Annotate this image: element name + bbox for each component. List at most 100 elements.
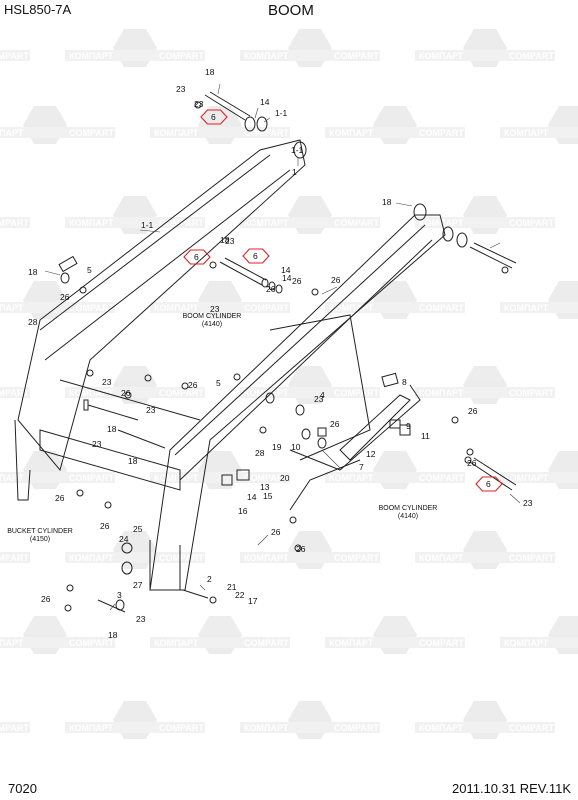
watermark-tile: КОМПАРТ COMPART (325, 281, 465, 319)
boom-cylinder-label-right-2: (4140) (398, 513, 418, 520)
callout-28: 28 (28, 317, 38, 327)
callout-26: 26 (60, 292, 70, 302)
watermark-cyrillic: КОМПАРТ (69, 51, 114, 61)
watermark-latin: COMPART (69, 303, 114, 313)
pin-left (87, 404, 139, 421)
boom-cylinder-label-top-1: BOOM CYLINDER (183, 313, 242, 320)
watermark-cyrillic: КОМПАРТ (244, 723, 289, 733)
boom-leg-left (14, 419, 31, 501)
callout-28: 28 (255, 448, 265, 458)
callout-14: 14 (281, 265, 291, 275)
boom-arm-right (149, 214, 446, 591)
watermark-cyrillic: КОМПАРТ (154, 128, 199, 138)
callout-11: 11 (421, 431, 430, 441)
callout-26: 26 (55, 493, 65, 503)
pin-mid (219, 261, 263, 286)
watermark-cyrillic: КОМПАРТ (504, 128, 549, 138)
watermark-cyrillic: КОМПАРТ (329, 638, 374, 648)
cross-beam (39, 429, 181, 491)
pin-right (469, 246, 513, 269)
watermark-latin: COMPART (509, 723, 554, 733)
watermark-cyrillic: КОМПАРТ (154, 638, 199, 648)
callout-23: 23 (225, 236, 235, 246)
callout-19: 19 (272, 442, 282, 452)
watermark-cyrillic: КОМПАРТ (419, 723, 464, 733)
watermark-latin: COMPART (419, 638, 464, 648)
watermark-tile: КОМПАРТ COMPART (65, 701, 205, 739)
callout-26: 26 (100, 521, 110, 531)
watermark-latin: COMPART (244, 473, 289, 483)
callout-18: 18 (382, 197, 392, 207)
watermark-cyrillic: КОМПАРТ (69, 553, 114, 563)
revision-date: 2011.10.31 REV.11K (452, 781, 572, 796)
callout-14: 14 (282, 273, 292, 283)
callout-23: 23 (194, 99, 204, 109)
watermark-latin: COMPART (509, 51, 554, 61)
callout-23: 23 (92, 439, 102, 449)
watermark-cyrillic: КОМПАРТ (0, 473, 24, 483)
callout-23: 23 (176, 84, 186, 94)
watermark-latin: COMPART (159, 51, 204, 61)
callout-8: 8 (402, 377, 407, 387)
watermark-latin: COMPART (0, 218, 29, 228)
callout-26: 26 (188, 380, 198, 390)
callout-23: 23 (210, 304, 220, 314)
watermark-cyrillic: КОМПАРТ (504, 303, 549, 313)
callout-23: 23 (102, 377, 112, 387)
watermark-latin: COMPART (509, 553, 554, 563)
callout-26: 26 (266, 284, 276, 294)
callout-25: 25 (133, 524, 143, 534)
watermark-cyrillic: КОМПАРТ (69, 723, 114, 733)
watermark-latin: COMPART (334, 218, 379, 228)
pin-top (204, 94, 246, 121)
watermark-latin: COMPART (334, 388, 379, 398)
callout-12: 12 (366, 449, 376, 459)
callout-18: 18 (108, 630, 118, 640)
bracket (339, 394, 411, 461)
watermark-latin: COMPART (334, 723, 379, 733)
watermark-latin: COMPART (159, 723, 204, 733)
callout-21: 21 (227, 582, 237, 592)
pin-lower (469, 461, 513, 491)
watermark-latin: COMPART (509, 218, 554, 228)
callout-23: 23 (146, 405, 156, 415)
callout-13: 13 (260, 482, 270, 492)
watermark-cyrillic: КОМПАРТ (419, 388, 464, 398)
callout-18: 18 (28, 267, 38, 277)
page-number: 7020 (8, 781, 37, 796)
watermark-cyrillic: КОМПАРТ (154, 303, 199, 313)
watermark-tile: КОМПАРТ COMPART (415, 701, 555, 739)
callout-3: 3 (117, 590, 122, 600)
callout-23: 23 (136, 614, 146, 624)
callout-26: 26 (121, 388, 131, 398)
callout-26: 26 (468, 406, 478, 416)
watermark-cyrillic: КОМПАРТ (329, 303, 374, 313)
callout-26: 26 (41, 594, 51, 604)
callout-5: 5 (87, 265, 92, 275)
callout-7: 7 (359, 462, 364, 472)
callout-18: 18 (205, 67, 215, 77)
callout-26: 26 (292, 276, 302, 286)
callout-16: 16 (238, 506, 248, 516)
callout-9: 9 (406, 421, 411, 431)
callout-26: 26 (331, 275, 341, 285)
watermark-cyrillic: КОМПАРТ (0, 638, 24, 648)
watermark-latin: COMPART (419, 303, 464, 313)
watermark-latin: COMPART (0, 723, 29, 733)
callout-14: 14 (260, 97, 270, 107)
